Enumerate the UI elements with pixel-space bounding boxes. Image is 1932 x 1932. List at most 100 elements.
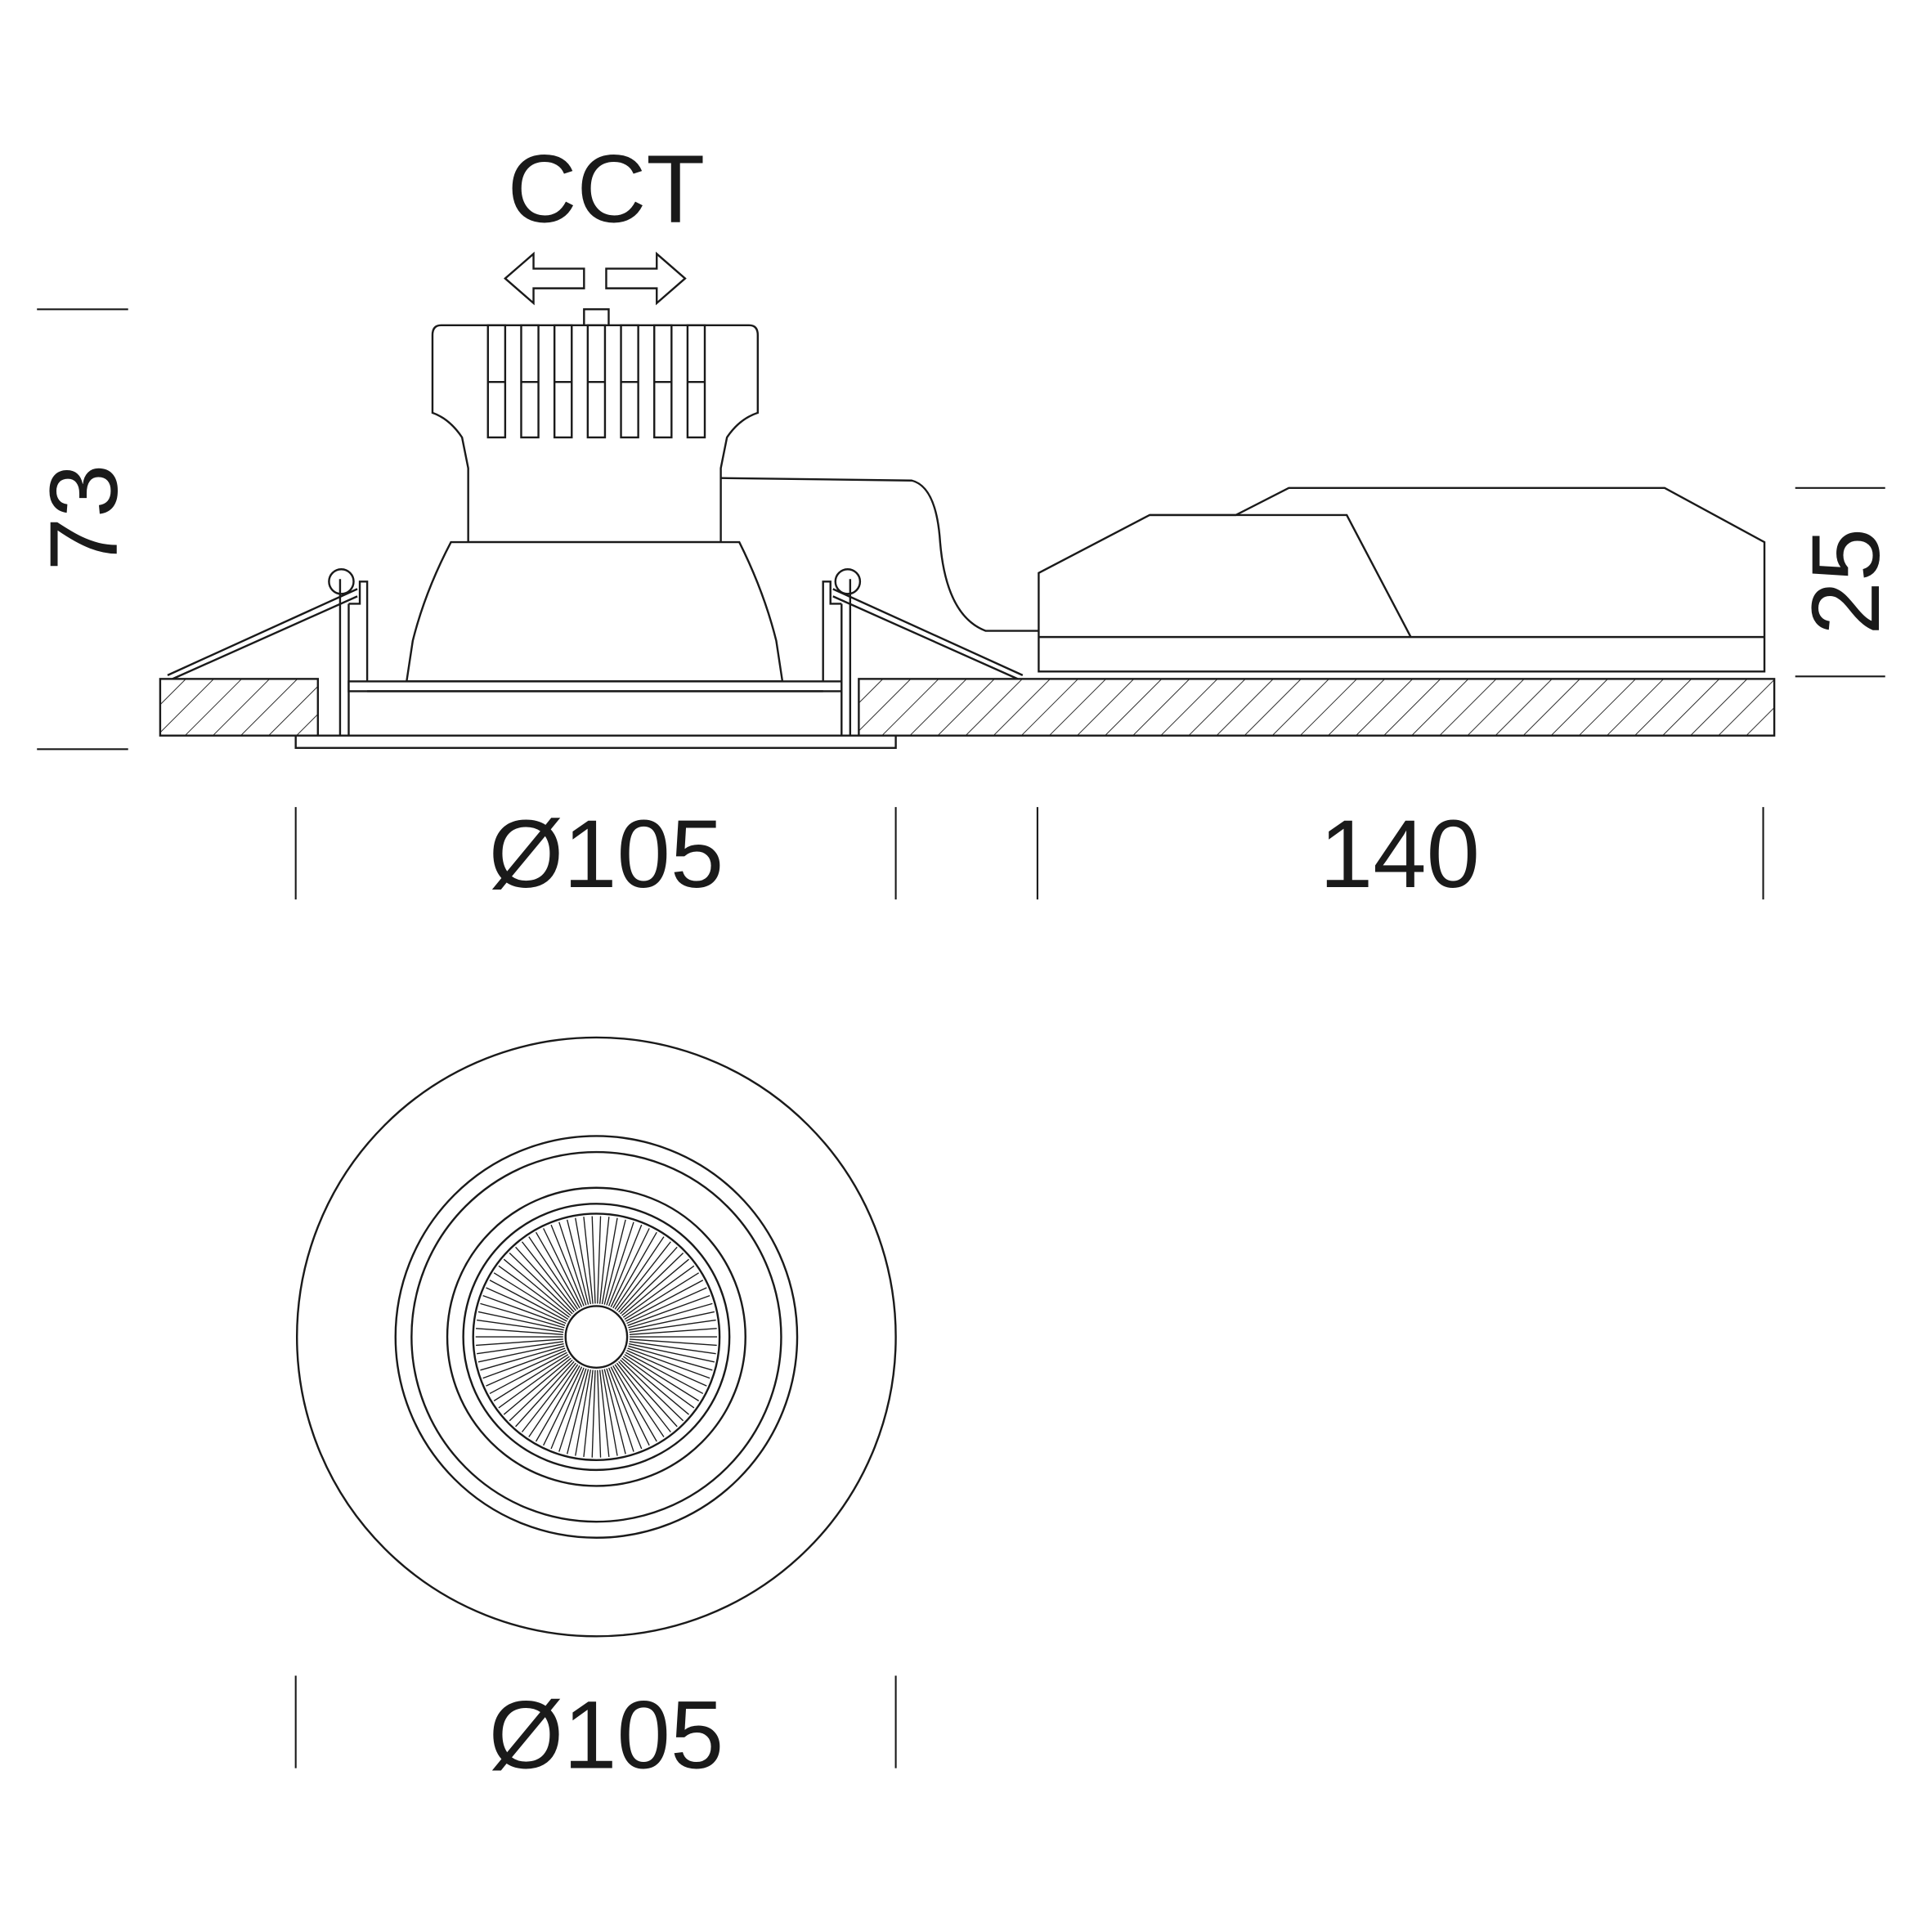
reflector-ray [627, 1347, 710, 1379]
reflector-ray [614, 1364, 665, 1437]
reflector-ray [608, 1367, 643, 1450]
reflector-ray [612, 1365, 657, 1442]
reflector-ray [628, 1302, 713, 1329]
reflector-ray [521, 1362, 576, 1432]
reflector-ray [503, 1258, 572, 1316]
reflector-ray [608, 1224, 643, 1307]
reflector-ray [509, 1359, 573, 1422]
reflector-ray [610, 1366, 650, 1446]
cct-right-arrow-icon [605, 251, 687, 306]
luminaire-side-view [159, 308, 1776, 749]
reflector-ray [528, 1236, 579, 1310]
reflector-ray [503, 1357, 572, 1415]
reflector-ray [477, 1343, 564, 1363]
reflector-ray [620, 1359, 684, 1422]
reflector-ray [521, 1241, 576, 1311]
width-dimensions: Ø105 140 [294, 800, 1764, 908]
reflector-ray [489, 1352, 567, 1395]
reflector-ray [629, 1343, 715, 1363]
reflector-ray [626, 1350, 707, 1387]
reflector-ray [575, 1217, 591, 1305]
heatsink-fin [553, 324, 573, 439]
reflector-ray [477, 1311, 564, 1331]
reflector-ray [625, 1352, 704, 1395]
ceiling-section-right [858, 678, 1776, 737]
reflector-ray [486, 1287, 567, 1325]
height-label: 73 [30, 464, 137, 572]
reflector-ray [515, 1360, 575, 1428]
reflector-ray [476, 1328, 563, 1335]
reflector-ray [606, 1368, 634, 1452]
reflector-ray [629, 1311, 715, 1331]
reflector-ray [614, 1236, 665, 1310]
height-dimension: 73 [30, 308, 137, 751]
reflector-ray [550, 1367, 585, 1450]
reflector-ray [498, 1265, 570, 1318]
reflector-ray [629, 1319, 716, 1334]
reflector-ray [558, 1368, 587, 1452]
driver-height-dimension: 25 [1792, 486, 1899, 678]
reflector-ray [627, 1294, 710, 1326]
reflector-ray [575, 1369, 591, 1456]
reflector-ray [621, 1357, 689, 1415]
reflector-ray [629, 1328, 717, 1335]
reflector-ray [625, 1280, 704, 1322]
cct-left-arrow-icon [504, 251, 585, 306]
reflector-ray [601, 1369, 618, 1456]
reflector-ray [493, 1272, 569, 1320]
reflector-ray [628, 1345, 713, 1371]
reflector-ray [558, 1222, 587, 1306]
reflector-ray [622, 1265, 695, 1318]
reflector-ray [591, 1216, 596, 1304]
reflector-ray [618, 1246, 678, 1313]
reflector-ray [543, 1366, 583, 1446]
reflector-ray [597, 1216, 602, 1304]
reflector-ray [629, 1338, 717, 1347]
front-diameter-label: Ø105 [489, 1682, 724, 1789]
reflector-ray [567, 1369, 589, 1455]
reflector-ray [550, 1224, 585, 1307]
cct-label: CCT [508, 135, 706, 242]
reflector-ray [535, 1365, 580, 1442]
reflector-ray [567, 1219, 589, 1305]
reflector-ray [626, 1287, 707, 1325]
luminaire-front-view [295, 1036, 897, 1638]
reflector-ray [616, 1362, 671, 1432]
reflector-ray [515, 1246, 575, 1313]
reflector-ray [583, 1217, 594, 1304]
reflector-ray [489, 1280, 567, 1322]
side-diameter-label: Ø105 [489, 800, 724, 908]
reflector-ray [482, 1347, 566, 1379]
reflector-ray [616, 1241, 671, 1311]
reflector-ray [620, 1253, 684, 1315]
reflector-ray [477, 1341, 564, 1355]
reflector-ray [498, 1356, 570, 1409]
reflector-ray [606, 1222, 634, 1306]
reflector-ray [624, 1272, 700, 1320]
reflector-ray [591, 1369, 596, 1458]
reflector-ray [601, 1217, 618, 1305]
reflector-ray [486, 1350, 567, 1387]
reflector-ray [535, 1231, 580, 1309]
reflector-ray [610, 1228, 650, 1307]
driver-length-label: 140 [1320, 800, 1480, 908]
reflector-ray [622, 1356, 695, 1409]
reflector-ray [597, 1369, 602, 1458]
reflector-ray [603, 1369, 626, 1455]
driver-box [1038, 486, 1766, 673]
reflector-ray [543, 1228, 583, 1307]
reflector-ray [528, 1364, 579, 1437]
reflector-ray [476, 1338, 563, 1347]
reflector-ray [477, 1319, 564, 1334]
reflector-ray [612, 1231, 657, 1309]
ceiling-section-left [159, 678, 320, 737]
reflector-ray [621, 1258, 689, 1316]
reflector-ray [509, 1253, 573, 1315]
reflector-ray [583, 1369, 594, 1458]
reflector-ray [618, 1360, 678, 1428]
trim-flange [294, 734, 897, 749]
reflector-ray [482, 1294, 566, 1326]
driver-height-label: 25 [1792, 528, 1899, 635]
